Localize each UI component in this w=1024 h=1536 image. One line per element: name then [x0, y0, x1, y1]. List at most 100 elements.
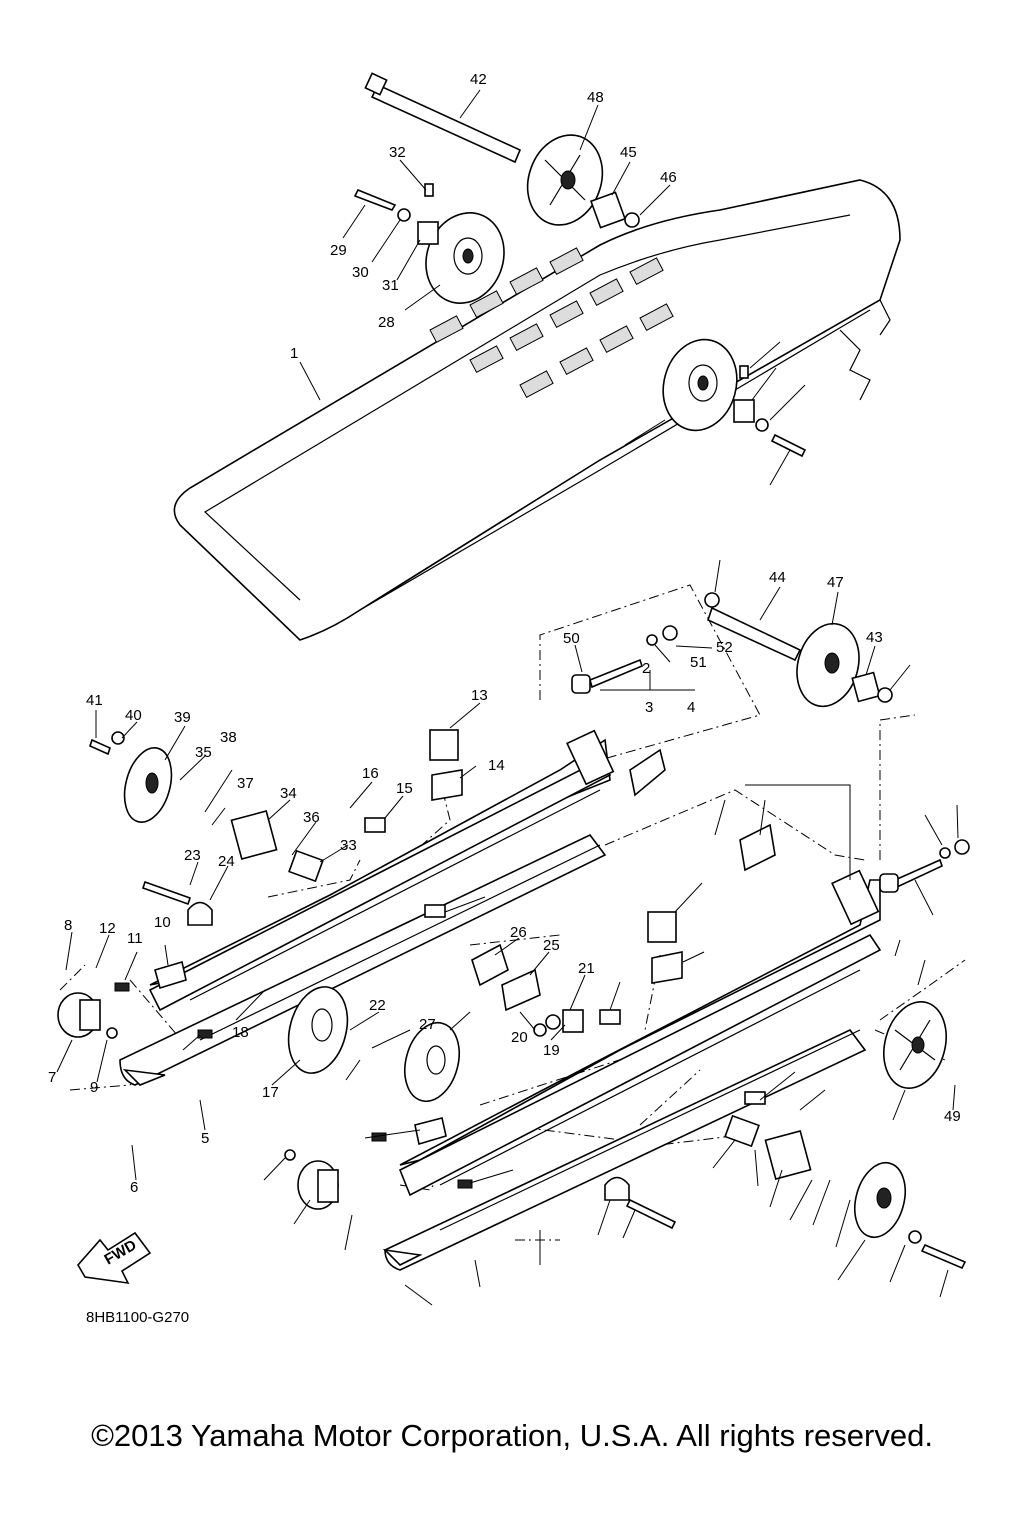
- bracket-24a: [187, 901, 213, 926]
- washer-30-b: [755, 418, 769, 432]
- washer-30: [397, 208, 411, 222]
- bracket-14b: [651, 951, 683, 984]
- callout-28: 28: [378, 314, 395, 331]
- callout-12: 12: [99, 920, 116, 937]
- mount-34b: [764, 1130, 812, 1180]
- callout-9: 9: [90, 1079, 98, 1096]
- callout-1: 1: [290, 345, 298, 362]
- callout-29: 29: [330, 242, 347, 259]
- washer-21: [545, 1014, 561, 1030]
- slide-rail-right: [384, 869, 882, 1271]
- collar-31-b: [733, 399, 755, 423]
- collar-33a: [288, 849, 324, 883]
- block-15c: [599, 1009, 621, 1025]
- callout-36: 36: [303, 809, 320, 826]
- washer-9a: [106, 1027, 118, 1039]
- copyright-notice: ©2013 Yamaha Motor Corporation, U.S.A. A…: [91, 1418, 933, 1453]
- drawing-code: 8HB1100-G270: [86, 1309, 190, 1326]
- callout-21: 21: [578, 960, 595, 977]
- clip-11a: [114, 982, 130, 992]
- slider-10a: [154, 960, 187, 990]
- bolt-41a: [89, 738, 111, 756]
- callout-26: 26: [510, 924, 527, 941]
- wheel-17-b: [404, 1021, 460, 1103]
- wheel-48-upper: [526, 134, 604, 226]
- callout-51: 51: [690, 654, 707, 671]
- wear-strip-5a: [122, 1068, 166, 1086]
- nut-52b: [954, 839, 970, 855]
- callout-10: 10: [154, 914, 171, 931]
- block-15b: [424, 904, 446, 918]
- callout-45: 45: [620, 144, 637, 161]
- callout-43: 43: [866, 629, 883, 646]
- bolt-50b: [894, 858, 943, 889]
- nut-50a: [571, 674, 591, 694]
- block-15a: [364, 817, 386, 833]
- wheel-39-left: [123, 747, 173, 823]
- block-15d: [744, 1091, 766, 1105]
- collar-19: [562, 1009, 584, 1033]
- callout-35: 35: [195, 744, 212, 761]
- axle-42: [364, 72, 522, 164]
- bracket-3a: [629, 748, 666, 797]
- bolt-41b: [920, 1243, 967, 1270]
- leader-lines: [56, 89, 959, 1306]
- callout-34: 34: [280, 785, 297, 802]
- callout-20: 20: [511, 1029, 528, 1046]
- callout-15: 15: [396, 780, 413, 797]
- callout-47: 47: [827, 574, 844, 591]
- idler-wheel-28-lower: [662, 338, 738, 432]
- bracket-26: [471, 943, 509, 987]
- callout-24: 24: [218, 853, 235, 870]
- callout-4: 4: [687, 699, 695, 716]
- callout-23: 23: [184, 847, 201, 864]
- callout-5: 5: [201, 1130, 209, 1147]
- collar-43: [851, 671, 881, 703]
- idler-wheel-28-upper: [425, 212, 505, 304]
- clip-11d: [457, 1179, 473, 1189]
- circlip-20: [533, 1023, 547, 1037]
- callout-52: 52: [716, 639, 733, 656]
- washer-46: [624, 212, 640, 228]
- callout-33: 33: [340, 837, 357, 854]
- wheel-39-right: [854, 1161, 906, 1239]
- bolt-23b: [625, 1198, 677, 1230]
- callout-25: 25: [543, 937, 560, 954]
- collar-31: [417, 221, 439, 245]
- washer-40a: [111, 731, 125, 745]
- end-cap-7b: [297, 1160, 339, 1210]
- callout-numbers: 1 2 3 4 5 6 7 8 9 10 11 12 13 14 15 16 1…: [48, 71, 961, 1196]
- slider-13b: [647, 911, 677, 943]
- callout-2: 2: [642, 660, 650, 677]
- washer-9b: [284, 1149, 296, 1161]
- bracket-25: [501, 968, 541, 1012]
- callout-14: 14: [488, 757, 505, 774]
- callout-50: 50: [563, 630, 580, 647]
- washer-46-c: [704, 592, 720, 608]
- wheel-48-lower: [883, 1000, 947, 1090]
- callout-6: 6: [130, 1179, 138, 1196]
- nut-52a: [662, 625, 678, 641]
- callout-7: 7: [48, 1069, 56, 1086]
- collar-45: [589, 191, 627, 229]
- end-cap-7a: [57, 992, 101, 1038]
- slider-10b: [414, 1117, 447, 1146]
- bolt-23a: [141, 880, 192, 906]
- bolt-50a: [589, 658, 643, 689]
- callout-44: 44: [769, 569, 786, 586]
- callout-38: 38: [220, 729, 237, 746]
- axle-44: [707, 606, 802, 662]
- callout-8: 8: [64, 917, 72, 934]
- callout-18: 18: [232, 1024, 249, 1041]
- bracket-14a: [431, 769, 463, 801]
- wear-strip-5b: [382, 1248, 423, 1266]
- bracket-24b: [604, 1176, 630, 1201]
- washer-51b: [939, 847, 951, 859]
- callout-11: 11: [127, 930, 143, 947]
- callout-42: 42: [470, 71, 487, 88]
- callout-39: 39: [174, 709, 191, 726]
- callout-48: 48: [587, 89, 604, 106]
- spring-pin-32: [424, 183, 434, 197]
- callout-19: 19: [543, 1042, 560, 1059]
- washer-46-b: [877, 687, 893, 703]
